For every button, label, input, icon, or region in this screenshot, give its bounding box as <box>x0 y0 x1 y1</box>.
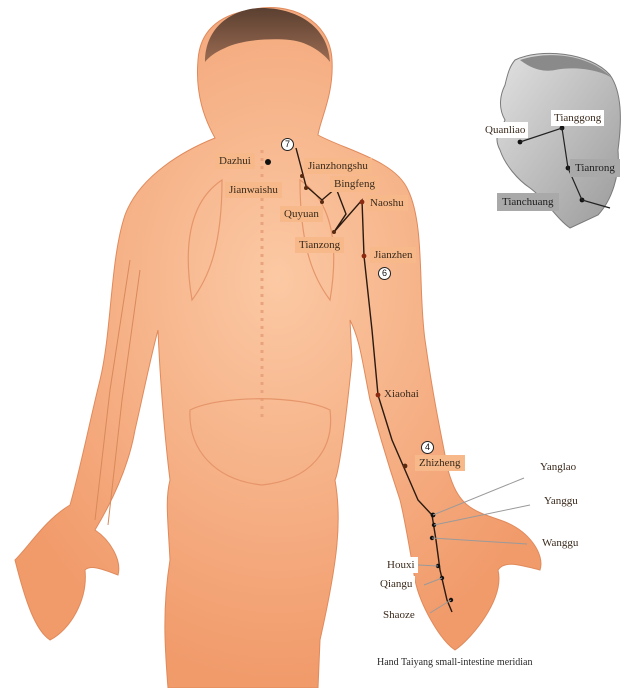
label-zhizheng: Zhizheng <box>415 455 465 471</box>
label-houxi: Houxi <box>384 557 418 573</box>
label-tianzong: Tianzong <box>295 237 344 253</box>
point-jianwaishu <box>304 186 308 190</box>
marker-6: 6 <box>378 267 391 280</box>
label-wanggu: Wanggu <box>539 535 581 551</box>
label-tianggong: Tianggong <box>551 110 604 126</box>
label-tianrong: Tianrong <box>570 159 620 177</box>
marker-7: 7 <box>281 138 294 151</box>
label-qiangu: Qiangu <box>377 576 415 592</box>
label-xiaohai: Xiaohai <box>384 387 419 401</box>
label-shaoze: Shaoze <box>380 607 418 623</box>
marker-4: 4 <box>421 441 434 454</box>
label-dazhui: Dazhui <box>215 153 255 169</box>
label-quyuan: Quyuan <box>280 206 323 222</box>
figure-caption: Hand Taiyang small-intestine meridian <box>377 657 532 668</box>
point-dazhui <box>265 159 271 165</box>
label-yanglao: Yanglao <box>537 459 579 475</box>
point-naoshu <box>360 200 365 205</box>
point-zhizheng <box>403 464 408 469</box>
label-jianwaishu: Jianwaishu <box>225 182 282 198</box>
label-quanliao: Quanliao <box>482 122 528 138</box>
label-yanggu: Yanggu <box>541 493 581 509</box>
body-silhouette <box>15 7 541 688</box>
label-jianzhen: Jianzhen <box>370 247 416 263</box>
point-jianzhongshu <box>300 174 304 178</box>
point-xiaohai <box>376 393 381 398</box>
label-tianchuang: Tianchuang <box>497 193 559 211</box>
point-quyuan <box>320 200 324 204</box>
label-naoshu: Naoshu <box>366 195 408 211</box>
point-jianzhen <box>362 254 367 259</box>
label-jianzhongshu: Jianzhongshu <box>304 158 372 174</box>
label-bingfeng: Bingfeng <box>330 176 379 192</box>
point-tianzong <box>332 230 336 234</box>
